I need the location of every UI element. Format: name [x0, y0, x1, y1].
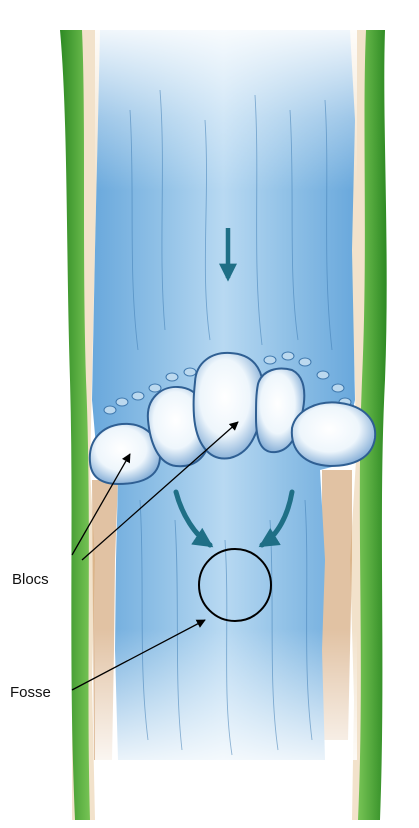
boulder-5 — [292, 402, 375, 466]
blocs-label: Blocs — [12, 571, 49, 588]
fosse-label: Fosse — [10, 684, 51, 701]
